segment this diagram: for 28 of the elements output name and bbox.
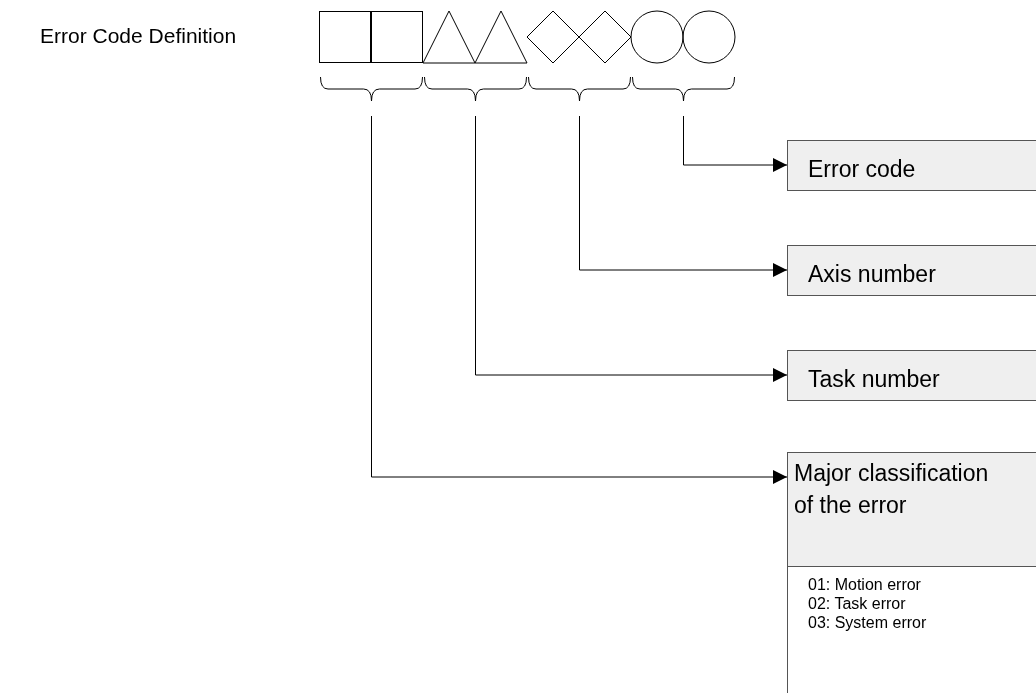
curly-brace (528, 77, 631, 101)
label-box (787, 245, 1036, 296)
label-box (787, 350, 1036, 401)
label-box (787, 140, 1036, 191)
diagram-title: Error Code Definition (40, 24, 237, 48)
curly-brace (424, 77, 527, 101)
list-item: 03: System error (808, 613, 928, 632)
list-item: 01: Motion error (808, 575, 922, 594)
leader-arrow (371, 115, 788, 484)
box-label: Error code (808, 155, 917, 184)
circle-symbol (683, 11, 735, 63)
box-label: Major classification of the error (794, 459, 990, 520)
box-label: Axis number (808, 260, 937, 289)
leader-arrow (475, 115, 788, 382)
triangle-symbol (423, 11, 475, 63)
circle-symbol (631, 11, 683, 63)
box-label: Task number (808, 365, 941, 394)
leader-arrow (683, 115, 788, 172)
diamond-symbol (579, 11, 631, 63)
label-box (787, 452, 1036, 567)
diamond-symbol (527, 11, 579, 63)
curly-brace (632, 77, 735, 101)
leader-arrow (579, 115, 788, 277)
triangle-symbol (475, 11, 527, 63)
square-symbol (371, 11, 423, 63)
curly-brace (320, 77, 423, 101)
list-item: 02: Task error (808, 594, 907, 613)
square-symbol (319, 11, 371, 63)
